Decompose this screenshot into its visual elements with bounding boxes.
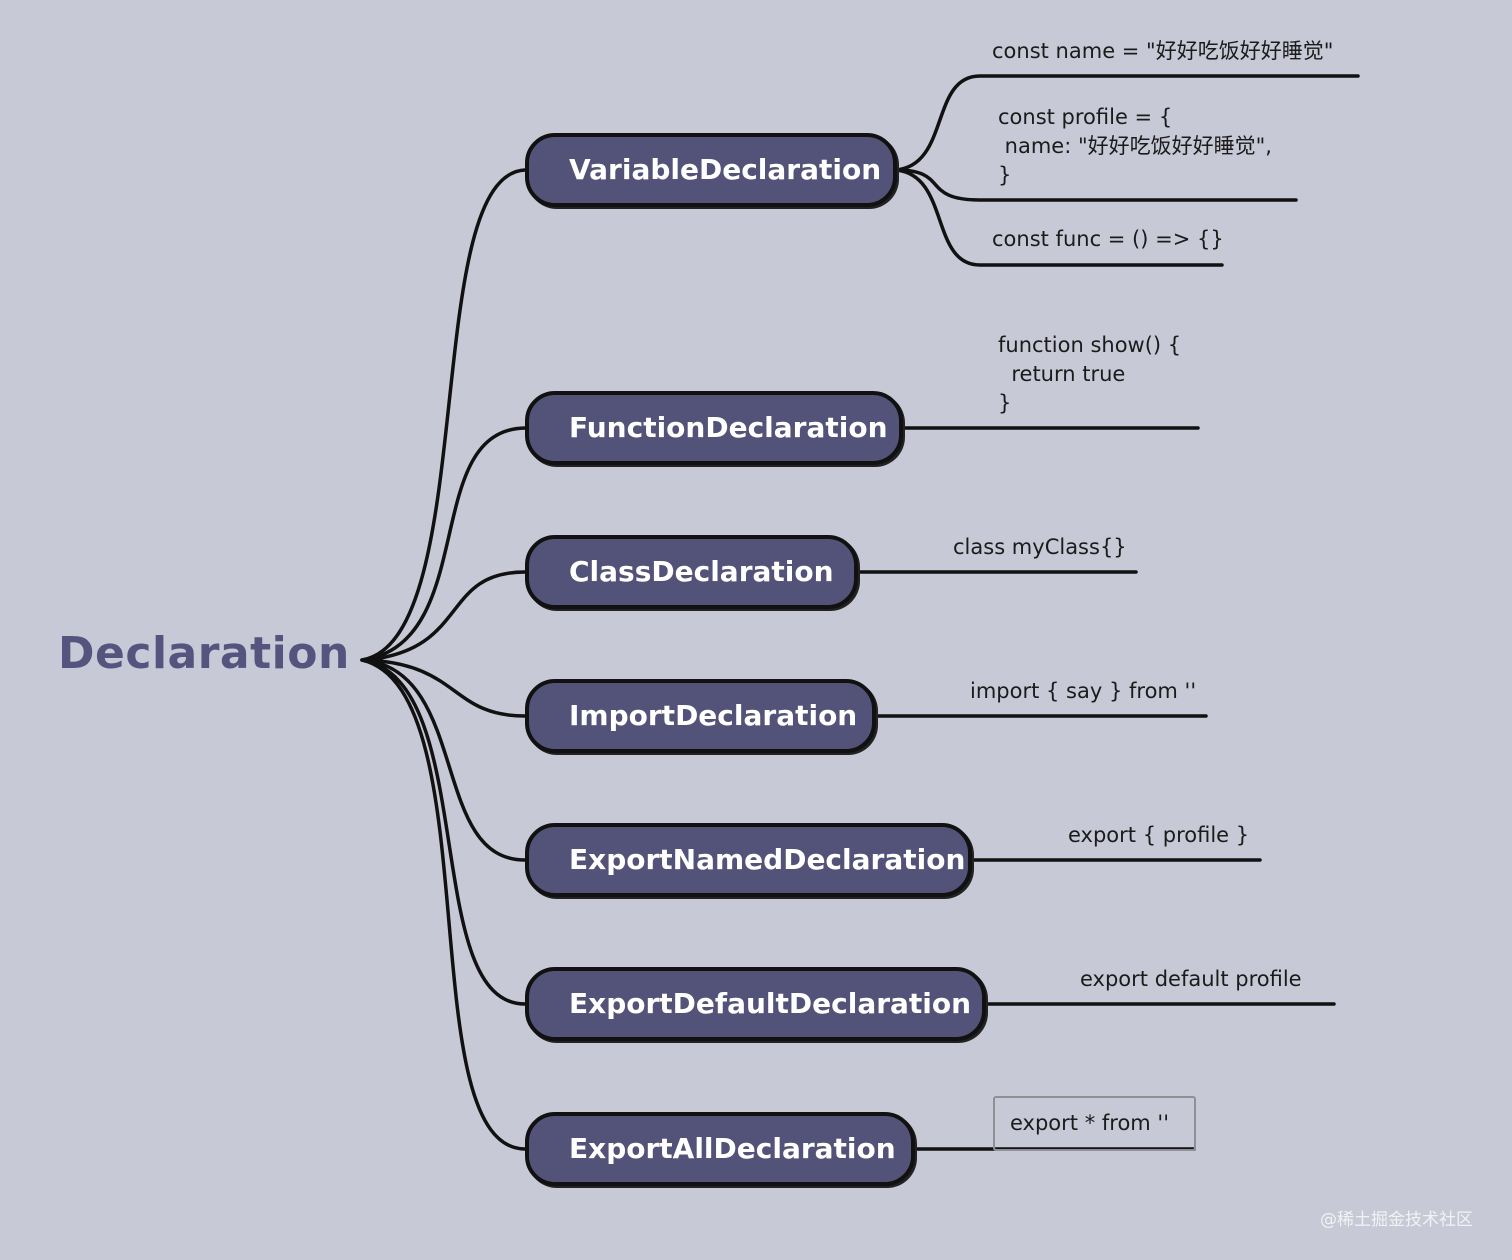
leaf-export-all-box	[993, 1096, 1196, 1151]
connector-variable-leaf-2	[894, 168, 1298, 202]
connector-root-function	[362, 426, 527, 662]
leaf-class-myclass: class myClass{}	[953, 535, 1127, 559]
connector-root-exportnamed	[362, 658, 527, 862]
leaf-const-func: const func = () => {}	[992, 227, 1224, 251]
connector-variable-leaf-3	[894, 168, 1224, 267]
node-function-declaration: FunctionDeclaration	[525, 391, 903, 465]
leaf-export-all-from: export * from ''	[1010, 1111, 1169, 1135]
connector-root-variable	[360, 168, 527, 662]
leaf-function-show: function show() { return true }	[998, 333, 1182, 415]
connector-variable-leaf-1	[894, 74, 1360, 172]
connector-root-import	[364, 658, 527, 718]
root-node-declaration: Declaration	[58, 628, 350, 679]
node-export-all-declaration: ExportAllDeclaration	[525, 1112, 915, 1186]
connector-root-exportall	[360, 658, 527, 1151]
node-class-declaration: ClassDeclaration	[525, 535, 858, 609]
connector-root-exportdefault	[360, 658, 527, 1006]
node-export-default-declaration: ExportDefaultDeclaration	[525, 967, 986, 1041]
node-export-named-declaration: ExportNamedDeclaration	[525, 823, 972, 897]
leaf-const-profile: const profile = { name: "好好吃饭好好睡觉", }	[998, 105, 1272, 187]
connector-root-class	[364, 570, 527, 662]
node-import-declaration: ImportDeclaration	[525, 679, 876, 753]
leaf-import-say: import { say } from ''	[970, 679, 1197, 703]
watermark: @稀土掘金技术社区	[1320, 1210, 1473, 1230]
leaf-const-name: const name = "好好吃饭好好睡觉"	[992, 39, 1334, 63]
node-variable-declaration: VariableDeclaration	[525, 133, 897, 207]
leaf-export-default-profile: export default profile	[1080, 967, 1302, 991]
leaf-export-profile: export { profile }	[1068, 823, 1250, 847]
